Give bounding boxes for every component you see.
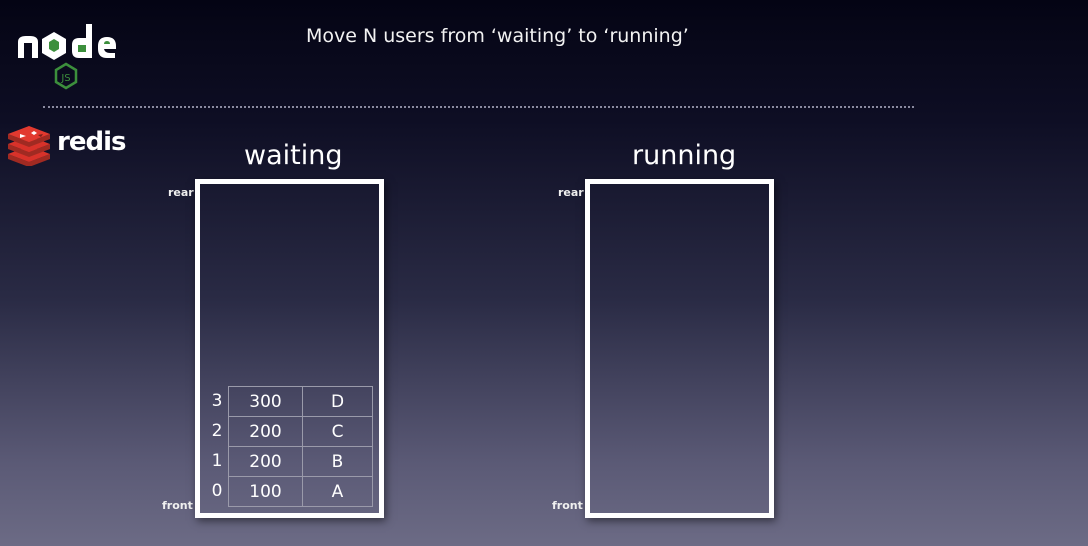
waiting-row-index: 2	[211, 421, 223, 441]
running-queue-box	[585, 179, 774, 518]
waiting-front-label: front	[162, 499, 193, 512]
title-divider	[43, 106, 914, 108]
redis-logo: redis	[6, 126, 131, 167]
running-rear-label: rear	[558, 186, 584, 199]
waiting-row-index: 3	[211, 391, 223, 411]
waiting-rear-label: rear	[168, 186, 194, 199]
redis-logo-icon	[8, 126, 50, 167]
waiting-row-user: C	[302, 416, 373, 447]
waiting-row-user: B	[302, 446, 373, 477]
waiting-queue-title: waiting	[244, 140, 343, 171]
waiting-row-value: 200	[228, 416, 303, 447]
running-queue-title: running	[632, 140, 737, 171]
slide-title: Move N users from ‘waiting’ to ‘running’	[306, 25, 689, 47]
nodejs-logo: JS	[14, 18, 124, 90]
waiting-row-user: D	[302, 386, 373, 417]
waiting-row-index: 1	[211, 451, 223, 471]
nodejs-logo-icon: JS	[18, 24, 116, 90]
nodejs-js-text: JS	[60, 73, 70, 84]
waiting-row-value: 100	[228, 476, 303, 507]
running-front-label: front	[552, 499, 583, 512]
redis-wordmark: redis	[57, 127, 126, 157]
waiting-row-user: A	[302, 476, 373, 507]
waiting-row-value: 200	[228, 446, 303, 477]
waiting-row-value: 300	[228, 386, 303, 417]
waiting-row-index: 0	[211, 481, 223, 501]
waiting-queue-box	[195, 179, 384, 518]
